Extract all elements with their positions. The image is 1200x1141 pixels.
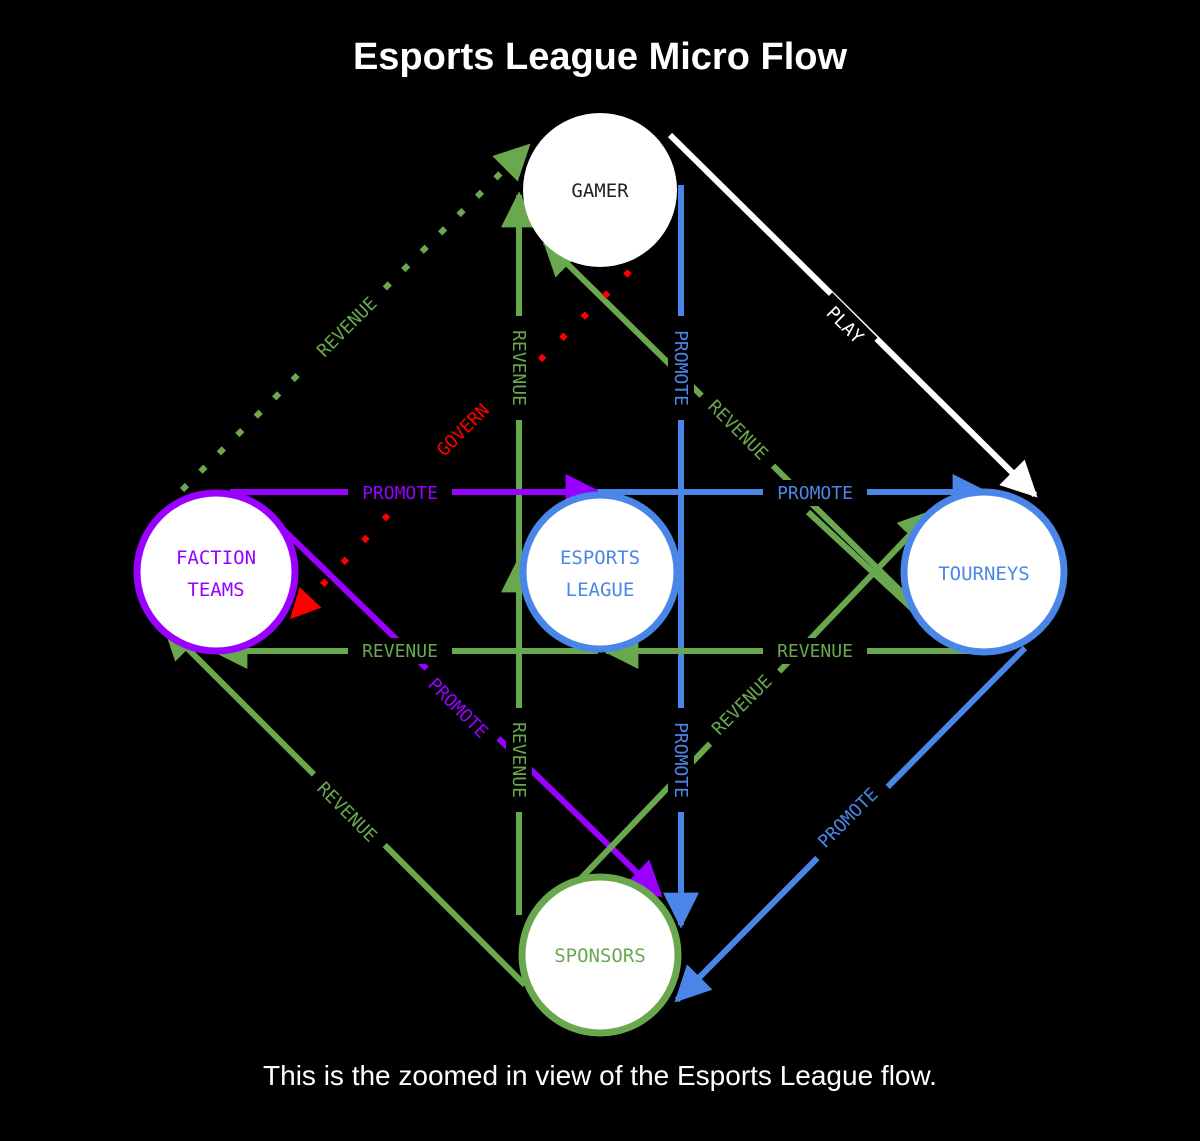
label-league-to-gamer-revenue: REVENUE xyxy=(508,330,529,406)
node-esports-league-label-line2: LEAGUE xyxy=(566,579,635,601)
label-sponsors-to-tourneys-revenue: REVENUE xyxy=(708,671,776,739)
label-teams-to-league-promote: PROMOTE xyxy=(362,483,438,504)
diagram-caption: This is the zoomed in view of the Esport… xyxy=(263,1060,937,1091)
node-faction-teams-label-line2: TEAMS xyxy=(187,579,244,601)
label-teams-to-sponsors-promote: PROMOTE xyxy=(423,674,491,742)
label-sponsors-to-league-revenue: REVENUE xyxy=(508,722,529,798)
label-league-to-teams-revenue: REVENUE xyxy=(362,641,438,662)
node-sponsors-label: SPONSORS xyxy=(554,945,646,967)
node-tourneys-label: TOURNEYS xyxy=(938,563,1030,585)
label-league-to-sponsors-promote: PROMOTE xyxy=(670,722,691,798)
label-league-to-tourneys-promote: PROMOTE xyxy=(777,483,853,504)
node-faction-teams: FACTION TEAMS xyxy=(133,489,299,655)
node-sponsors: SPONSORS xyxy=(518,873,682,1037)
node-tourneys: TOURNEYS xyxy=(900,488,1068,656)
diagram-title: Esports League Micro Flow xyxy=(352,36,848,78)
label-gamer-to-league-promote: PROMOTE xyxy=(670,330,691,406)
label-tourneys-to-league-revenue: REVENUE xyxy=(777,641,853,662)
node-gamer-label: GAMER xyxy=(571,180,629,202)
edge-teams-to-gamer-revenue xyxy=(179,143,531,493)
node-gamer: GAMER xyxy=(523,113,677,267)
node-faction-teams-label-line1: FACTION xyxy=(176,547,256,569)
label-sponsors-to-teams-revenue: REVENUE xyxy=(312,778,380,846)
edge-league-to-gamer-govern xyxy=(537,262,639,363)
label-teams-to-gamer-revenue: REVENUE xyxy=(313,293,381,361)
node-esports-league-label-line1: ESPORTS xyxy=(560,547,640,569)
node-esports-league: ESPORTS LEAGUE xyxy=(519,491,681,653)
edge-league-to-teams-govern xyxy=(289,512,391,620)
label-tourneys-to-sponsors-promote: PROMOTE xyxy=(814,784,882,852)
label-tourneys-to-gamer-revenue: REVENUE xyxy=(703,396,771,464)
label-govern: GOVERN xyxy=(433,400,494,461)
